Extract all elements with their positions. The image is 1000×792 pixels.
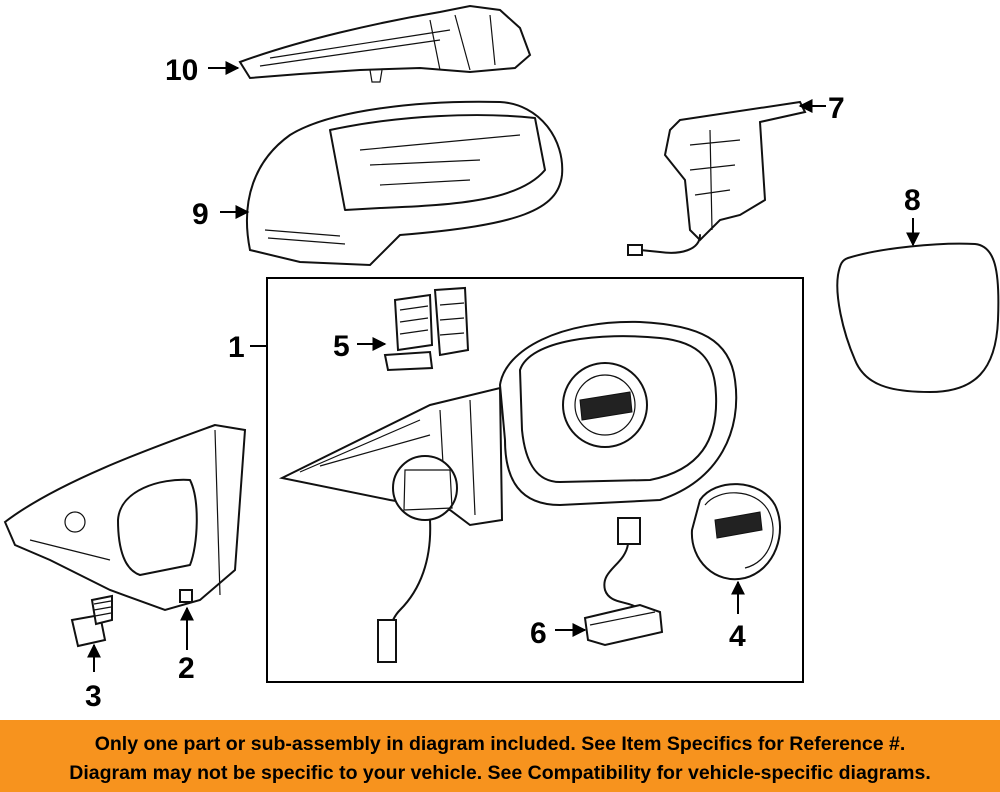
part-4-motor xyxy=(690,483,782,581)
part-2-mirror-mount xyxy=(3,423,247,612)
assembly-1-frame xyxy=(266,277,804,683)
part-6-harness xyxy=(583,517,664,647)
callout-4: 4 xyxy=(729,620,746,653)
disclaimer-line-2: Diagram may not be specific to your vehi… xyxy=(69,762,931,784)
callout-5: 5 xyxy=(333,330,350,363)
callout-6: 6 xyxy=(530,617,547,650)
part-3-screw xyxy=(70,594,113,648)
part-1-mirror-housing xyxy=(278,320,738,663)
callout-1: 1 xyxy=(228,331,245,364)
callout-8: 8 xyxy=(904,184,921,217)
callout-2: 2 xyxy=(178,652,195,685)
part-10-turn-signal-lamp xyxy=(238,4,532,83)
disclaimer-banner: Only one part or sub-assembly in diagram… xyxy=(0,720,1000,792)
part-8-mirror-glass xyxy=(836,242,1000,394)
part-5-connector xyxy=(383,286,470,372)
callout-3: 3 xyxy=(85,680,102,713)
part-7-bracket-harness xyxy=(627,100,807,256)
disclaimer-line-1: Only one part or sub-assembly in diagram… xyxy=(94,733,906,755)
callout-7: 7 xyxy=(828,92,845,125)
part-9-mirror-cover xyxy=(246,100,564,267)
callout-10: 10 xyxy=(165,54,198,87)
parts-diagram: 10 9 7 8 1 5 2 3 4 6 xyxy=(3,4,1000,713)
callout-9: 9 xyxy=(192,198,209,231)
